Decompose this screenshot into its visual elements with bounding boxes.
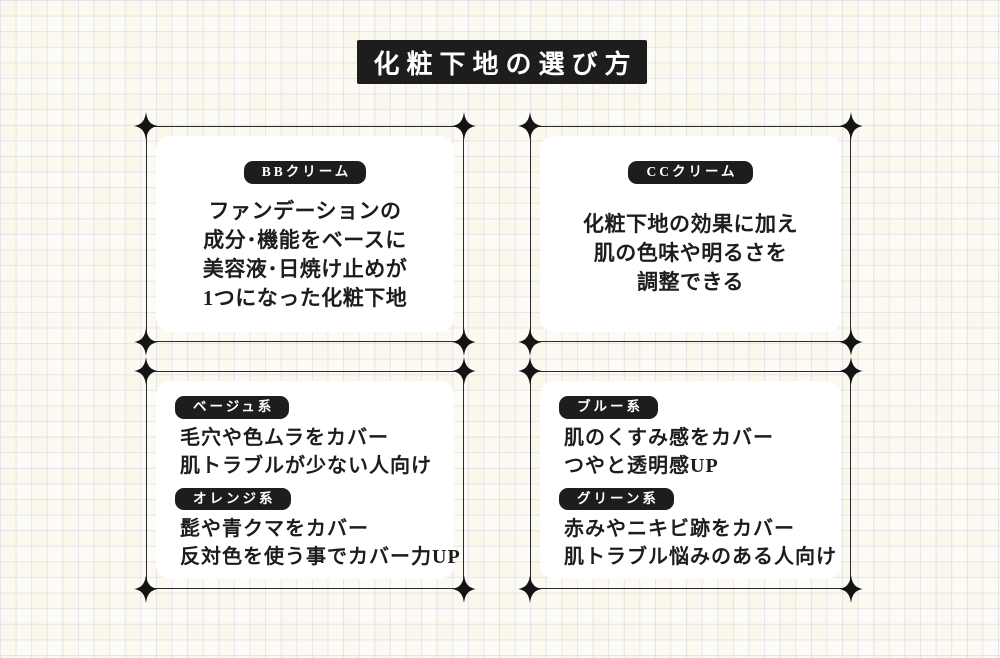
text-line: 肌トラブル悩みのある人向け [564,546,837,568]
text-line: 成分･機能をベースに [203,227,407,252]
section-description: 毛穴や色ムラをカバー 肌トラブルが少ない人向け [180,424,454,480]
card-body: ブルー系 肌のくすみ感をカバー つやと透明感UP グリーン系 赤みやニキビ跡をカ… [540,381,841,579]
sparkle-icon [452,112,476,140]
text-line: つやと透明感UP [564,454,719,477]
section-description: 髭や青クマをカバー 反対色を使う事でカバー力UP [180,515,461,571]
text-line: 髭や青クマをカバー [180,518,369,540]
sparkle-icon [518,357,542,385]
label-pill-bb-cream: BBクリーム [243,161,367,184]
section-blue: ブルー系 肌のくすみ感をカバー つやと透明感UP [559,396,841,480]
text-line: 肌の色味や明るさを [593,240,788,265]
card-cc-cream: CCクリーム 化粧下地の効果に加え 肌の色味や明るさを 調整できる [518,112,863,356]
section-description: 赤みやニキビ跡をカバー 肌トラブル悩みのある人向け [564,515,841,571]
sparkle-icon [134,328,158,356]
section-orange: オレンジ系 髭や青クマをカバー 反対色を使う事でカバー力UP [175,487,461,572]
card-body: ベージュ系 毛穴や色ムラをカバー 肌トラブルが少ない人向け オレンジ系 髭や青ク… [156,381,461,579]
sparkle-icon [839,575,863,603]
card-description: 化粧下地の効果に加え 肌の色味や明るさを 調整できる [583,210,798,297]
sparkle-icon [839,112,863,140]
sparkle-icon [518,112,542,140]
text-line: 肌トラブルが少ない人向け [180,454,432,477]
card-description: ファンデーションの 成分･機能をベースに 美容液･日焼け止めが 1つになった化粧… [203,197,408,313]
label-pill-blue: ブルー系 [559,396,658,419]
sparkle-icon [839,328,863,356]
card-bb-cream: BBクリーム ファンデーションの 成分･機能をベースに 美容液･日焼け止めが 1… [134,112,476,356]
sparkle-icon [134,357,158,385]
sparkle-icon [134,112,158,140]
text-line: 赤みやニキビ跡をカバー [564,518,795,540]
text-line: 調整できる [636,269,745,294]
section-beige: ベージュ系 毛穴や色ムラをカバー 肌トラブルが少ない人向け [175,396,454,480]
text-line: 反対色を使う事でカバー力UP [180,546,461,568]
section-green: グリーン系 赤みやニキビ跡をカバー 肌トラブル悩みのある人向け [559,487,841,572]
page-title-text: 化粧下地の選び方 [373,49,638,79]
sparkle-icon [452,575,476,603]
text-line: 1つになった化粧下地 [202,285,408,310]
label-pill-orange: オレンジ系 [175,487,291,510]
label-pill-green: グリーン系 [559,487,674,510]
section-description: 肌のくすみ感をカバー つやと透明感UP [564,424,841,480]
card-body: CCクリーム 化粧下地の効果に加え 肌の色味や明るさを 調整できる [540,136,841,332]
sparkle-icon [452,357,476,385]
text-line: 毛穴や色ムラをカバー [180,426,389,449]
label-pill-beige: ベージュ系 [175,396,290,419]
sparkle-icon [134,575,158,603]
card-blue-green: ブルー系 肌のくすみ感をカバー つやと透明感UP グリーン系 赤みやニキビ跡をカ… [518,357,863,603]
sparkle-icon [452,328,476,356]
text-line: 化粧下地の効果に加え [583,211,798,236]
card-body: BBクリーム ファンデーションの 成分･機能をベースに 美容液･日焼け止めが 1… [156,136,454,332]
sparkle-icon [839,357,863,385]
sparkle-icon [518,328,542,356]
label-pill-cc-cream: CCクリーム [628,161,753,184]
text-line: 肌のくすみ感をカバー [564,426,774,449]
card-beige-orange: ベージュ系 毛穴や色ムラをカバー 肌トラブルが少ない人向け オレンジ系 髭や青ク… [134,357,476,603]
sparkle-icon [518,575,542,603]
text-line: ファンデーションの [208,198,402,223]
page-title: 化粧下地の選び方 [357,40,647,84]
text-line: 美容液･日焼け止めが [202,256,408,281]
